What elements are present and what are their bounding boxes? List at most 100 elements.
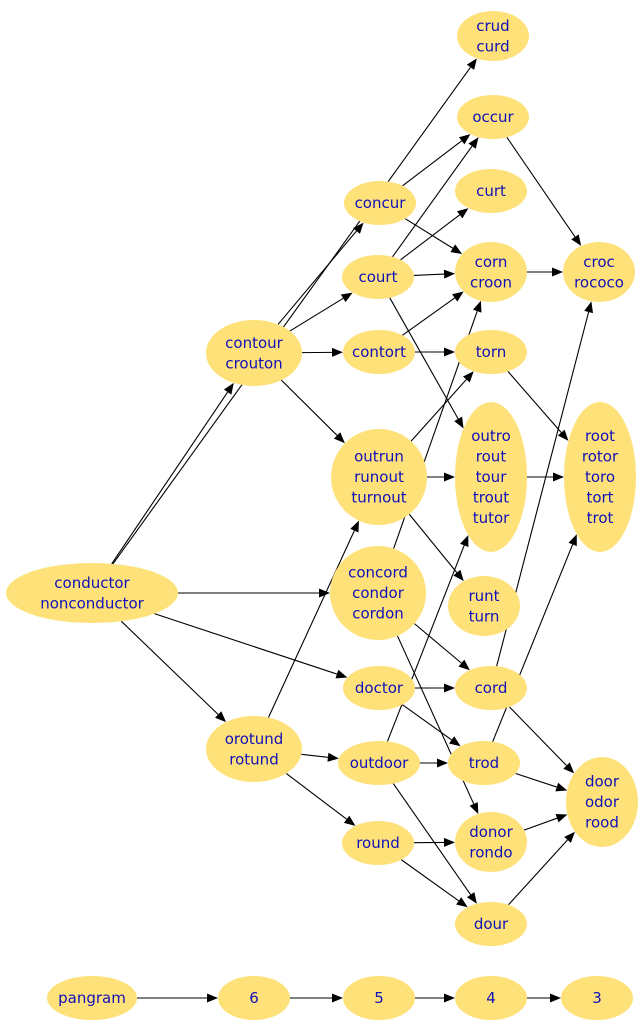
arrowhead-pangram-to-l6: [207, 993, 218, 1003]
arrowhead-conductor-to-concord: [319, 588, 330, 598]
arrowhead-contour-to-outrun: [333, 432, 345, 444]
node-label-outro-2: tour: [476, 468, 508, 486]
arrowhead-dour-to-door: [564, 831, 575, 843]
edge-conductor-to-doctor: [154, 613, 338, 675]
node-label-croc-1: rococo: [574, 273, 624, 291]
arrowhead-court-to-curt: [456, 208, 469, 219]
arrowhead-l4-to-l3: [550, 993, 561, 1003]
node-l4: 4: [455, 976, 527, 1020]
edge-concur-to-occur: [402, 140, 463, 187]
edge-occur-to-croc: [506, 136, 576, 238]
edge-outrun-to-torn: [410, 379, 467, 442]
node-dour: dour: [455, 902, 527, 946]
node-label-conductor-1: nonconductor: [40, 594, 144, 612]
edge-round-to-dour: [401, 859, 460, 902]
node-shape-l6: [218, 976, 290, 1020]
node-label-concord-1: condor: [352, 584, 405, 602]
node-label-root-1: rotor: [582, 448, 619, 466]
arrowhead-orotund-to-outrun: [350, 520, 359, 533]
node-label-court-0: court: [359, 268, 398, 286]
node-curt: curt: [455, 169, 527, 213]
node-label-runt-0: runt: [468, 587, 499, 605]
node-shape-runt: [448, 576, 520, 636]
node-label-l6-0: 6: [249, 989, 259, 1007]
node-cord: cord: [455, 666, 527, 710]
node-label-curt-0: curt: [476, 182, 506, 200]
node-shape-pangram: [47, 976, 137, 1020]
node-shape-contort: [343, 330, 415, 374]
node-shape-conductor: [6, 563, 178, 623]
edge-doctor-to-trod: [402, 704, 452, 741]
node-label-door-2: rood: [585, 814, 619, 832]
node-doctor: doctor: [343, 666, 415, 710]
node-shape-round: [342, 821, 414, 865]
node-label-doctor-0: doctor: [355, 679, 404, 697]
node-shape-court: [342, 255, 414, 299]
node-label-outro-4: tutor: [473, 509, 510, 527]
edge-court-to-occur: [392, 145, 473, 258]
node-layer: crudcurdoccurcurtconcurcorncrooncrocroco…: [6, 11, 638, 1020]
node-label-dour-0: dour: [474, 915, 509, 933]
arrowhead-torn-to-root: [557, 429, 569, 441]
node-occur: occur: [457, 95, 529, 139]
node-contort: contort: [343, 330, 415, 374]
node-shape-curt: [455, 169, 527, 213]
node-label-root-2: toro: [585, 468, 615, 486]
edge-trod-to-root: [492, 544, 574, 742]
node-shape-trod: [448, 741, 520, 785]
node-label-l3-0: 3: [592, 989, 602, 1007]
edge-concord-to-cord: [414, 623, 462, 664]
arrowhead-outdoor-to-dour: [466, 892, 477, 904]
arrowhead-contort-to-corn: [452, 291, 464, 302]
arrowhead-orotund-to-round: [343, 815, 356, 826]
arrowhead-doctor-to-trod: [449, 736, 461, 747]
node-label-trod-0: trod: [469, 754, 499, 772]
edge-outdoor-to-outro: [386, 545, 465, 742]
node-shape-occur: [457, 95, 529, 139]
edge-conductor-to-orotund: [120, 620, 219, 715]
node-shape-outdoor: [338, 741, 420, 785]
edge-orotund-to-outrun: [267, 530, 355, 718]
edge-cord-to-door: [509, 706, 567, 766]
arrowhead-conductor-to-contour: [223, 382, 234, 395]
edge-contour-to-court: [289, 297, 344, 332]
arrowhead-contour-to-contort: [331, 347, 344, 357]
arrowhead-outdoor-to-outro: [460, 535, 469, 547]
node-shape-cord: [455, 666, 527, 710]
node-shape-orotund: [206, 716, 302, 782]
arrowhead-conductor-to-crud: [466, 58, 477, 70]
arrowhead-corn-to-croc: [552, 267, 563, 277]
node-shape-l5: [343, 976, 415, 1020]
arrowhead-court-to-outro: [454, 416, 464, 429]
node-label-outrun-1: runout: [354, 468, 404, 486]
node-pangram: pangram: [47, 976, 137, 1020]
arrowhead-concord-to-corn: [472, 300, 482, 313]
arrowhead-outrun-to-outro: [444, 472, 455, 482]
node-label-conductor-0: conductor: [54, 574, 130, 592]
arrowhead-trod-to-root: [568, 534, 577, 547]
edge-trod-to-door: [515, 772, 557, 788]
arrowhead-concur-to-corn: [450, 244, 463, 255]
arrowhead-contour-to-concur: [353, 222, 364, 234]
arrowhead-occur-to-croc: [571, 234, 582, 246]
node-outdoor: outdoor: [338, 741, 420, 785]
node-shape-outro: [455, 402, 527, 552]
node-label-croc-0: croc: [583, 253, 615, 271]
node-shape-contour: [206, 320, 302, 386]
node-label-door-1: odor: [585, 793, 620, 811]
node-label-crud-1: curd: [476, 37, 509, 55]
node-label-crud-0: crud: [476, 17, 509, 35]
node-conductor: conductor nonconductor: [6, 563, 178, 623]
node-label-contort-0: contort: [352, 343, 406, 361]
node-shape-croc: [563, 242, 635, 302]
arrowhead-cord-to-door: [563, 762, 575, 774]
edge-torn-to-root: [507, 371, 562, 433]
node-shape-doctor: [343, 666, 415, 710]
